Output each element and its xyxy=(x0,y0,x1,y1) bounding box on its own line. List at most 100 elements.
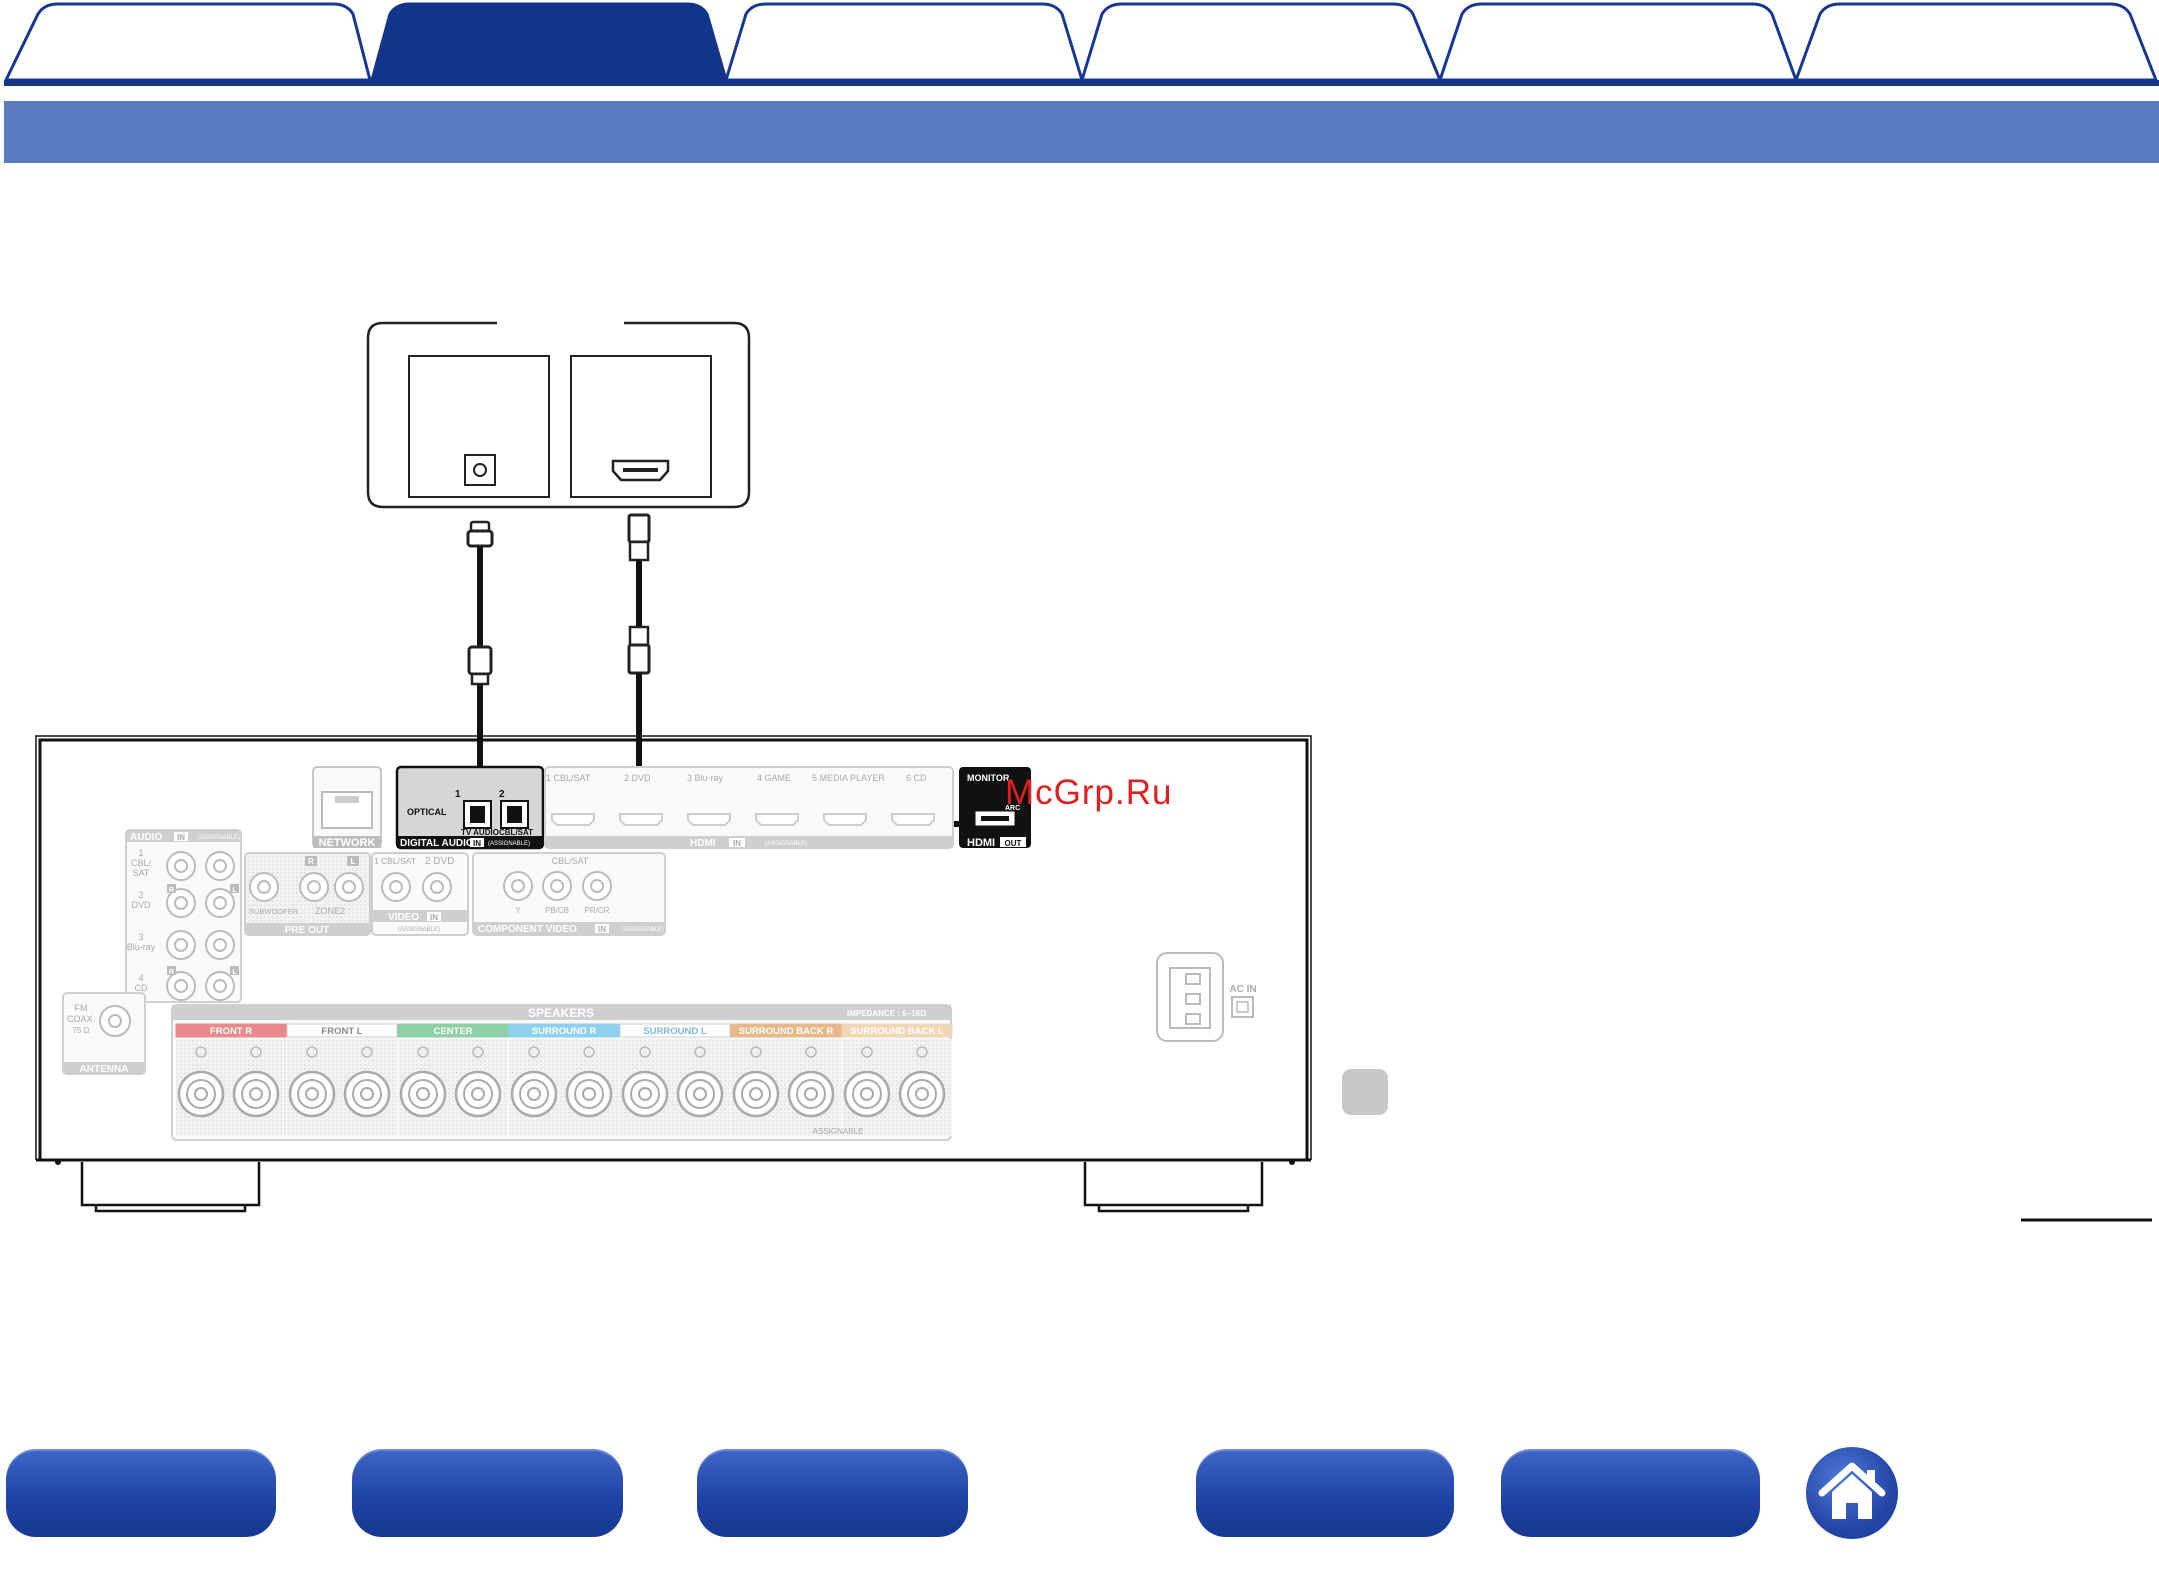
home-button[interactable] xyxy=(1806,1447,1898,1539)
svg-text:VIDEO: VIDEO xyxy=(388,912,419,923)
svg-text:OUT: OUT xyxy=(1005,839,1022,848)
svg-text:(ASSIGNABLE): (ASSIGNABLE) xyxy=(488,841,530,847)
nav-button-5[interactable] xyxy=(1501,1449,1760,1537)
svg-text:MONITOR: MONITOR xyxy=(967,773,1010,783)
svg-text:ANTENNA: ANTENNA xyxy=(80,1064,129,1075)
svg-text:CBL/SAT: CBL/SAT xyxy=(552,856,589,866)
speaker-group-4: SURROUND R xyxy=(508,1023,620,1136)
svg-text:COAX.: COAX. xyxy=(67,1014,95,1024)
speaker-group-3: CENTER xyxy=(397,1023,509,1136)
speaker-group-1: FRONT R xyxy=(175,1023,287,1136)
tab-4[interactable] xyxy=(1079,2,1443,82)
audio-in-jack xyxy=(205,888,235,918)
speaker-binding-post xyxy=(510,1070,558,1118)
tab-2[interactable] xyxy=(370,2,728,82)
speaker-group-label: FRONT R xyxy=(210,1026,252,1037)
tab-3[interactable] xyxy=(723,2,1085,82)
svg-text:L: L xyxy=(351,857,356,866)
svg-text:FM: FM xyxy=(75,1003,88,1013)
speaker-binding-post xyxy=(454,1070,502,1118)
tab-6[interactable] xyxy=(1793,2,2159,82)
audio-l-mark: L xyxy=(232,887,237,894)
hdmi-in-port-6 xyxy=(891,813,935,826)
svg-text:1: 1 xyxy=(455,789,461,800)
nav-button-4[interactable] xyxy=(1196,1449,1454,1537)
hdmi-in-label-1: 1 CBL/SAT xyxy=(546,773,591,783)
svg-text:75 Ω: 75 Ω xyxy=(72,1026,89,1035)
speaker-binding-post xyxy=(177,1070,225,1118)
svg-text:PRE OUT: PRE OUT xyxy=(285,925,329,936)
watermark: McGrp.Ru xyxy=(1005,773,1172,812)
optical-port-icon xyxy=(464,454,496,486)
svg-text:Y: Y xyxy=(515,906,521,915)
tv-hdmi-bay xyxy=(570,355,712,498)
audio-in-jack xyxy=(166,888,196,918)
svg-text:IN: IN xyxy=(473,839,481,848)
hdmi-port-icon xyxy=(611,459,670,482)
tab-strip xyxy=(3,2,2159,86)
audio-in-row-label: Blu-ray xyxy=(127,942,156,952)
audio-in-row-label: DVD xyxy=(131,900,151,910)
audio-in-row-label: CBL/ xyxy=(131,858,152,868)
svg-text:ZONE2: ZONE2 xyxy=(315,906,345,916)
audio-in-row-label: CD xyxy=(135,983,148,993)
svg-text:HDMI: HDMI xyxy=(967,837,995,849)
video-in-block: 1 CBL/SAT 2 DVD VIDEO IN (ASSIGNABLE) xyxy=(371,852,469,936)
svg-text:(ASSIGNABLE): (ASSIGNABLE) xyxy=(398,927,440,933)
pre-out-block: R L SUBWOOFER ZONE2 PRE OUT xyxy=(244,852,371,936)
audio-in-row-label: 2 xyxy=(138,890,143,900)
nav-button-2[interactable] xyxy=(352,1449,623,1537)
speaker-group-label: SURROUND R xyxy=(532,1026,597,1037)
speaker-binding-post xyxy=(399,1070,447,1118)
svg-text:SPEAKERS: SPEAKERS xyxy=(528,1006,594,1020)
hdmi-out-monitor-block: MONITOR ARC HDMI OUT xyxy=(959,767,1031,849)
speaker-group-7: SURROUND BACK L xyxy=(841,1023,953,1136)
nav-button-3[interactable] xyxy=(697,1449,968,1537)
svg-text:(ASSIGNABLE): (ASSIGNABLE) xyxy=(622,927,664,933)
hdmi-in-port-3 xyxy=(687,813,731,826)
speaker-binding-post xyxy=(787,1070,835,1118)
optical-cable xyxy=(466,520,494,828)
speaker-group-label: FRONT L xyxy=(321,1026,362,1037)
svg-text:2: 2 xyxy=(499,789,505,800)
svg-text:1 CBL/SAT: 1 CBL/SAT xyxy=(374,856,416,866)
hdmi-in-label-5: 5 MEDIA PLAYER xyxy=(812,773,885,783)
svg-text:TV AUDIO: TV AUDIO xyxy=(461,828,499,837)
audio-in-jack xyxy=(166,971,196,1001)
hdmi-in-label-3: 3 Blu-ray xyxy=(687,773,724,783)
speaker-binding-post xyxy=(898,1070,946,1118)
tab-5[interactable] xyxy=(1437,2,1799,82)
audio-r-mark: R xyxy=(169,969,174,976)
hdmi-in-port-2 xyxy=(619,813,663,826)
svg-text:SUBWOOFER: SUBWOOFER xyxy=(249,907,299,916)
svg-text:IN: IN xyxy=(430,913,438,922)
hdmi-in-label-4: 4 GAME xyxy=(757,773,791,783)
svg-text:IN: IN xyxy=(733,839,741,848)
svg-text:CBL/SAT: CBL/SAT xyxy=(499,828,533,837)
hdmi-in-label-2: 2 DVD xyxy=(624,773,651,783)
speaker-binding-post xyxy=(843,1070,891,1118)
svg-text:AC IN: AC IN xyxy=(1229,984,1256,995)
hdmi-in-block: 1 CBL/SAT 2 DVD 3 Blu-ray 4 GAME 5 MEDIA PLA… xyxy=(544,766,954,849)
audio-l-mark: L xyxy=(232,969,237,976)
tv-optical-bay xyxy=(408,355,550,498)
tab-1[interactable] xyxy=(3,2,372,82)
speaker-group-label: SURROUND BACK L xyxy=(850,1026,944,1037)
svg-text:(ASSIGNABLE): (ASSIGNABLE) xyxy=(765,841,807,847)
ac-in-socket: AC IN xyxy=(1156,952,1257,1042)
nav-button-1[interactable] xyxy=(6,1449,276,1537)
audio-in-jack xyxy=(205,971,235,1001)
speaker-binding-post xyxy=(232,1070,280,1118)
tv-panel xyxy=(366,321,751,509)
audio-in-jack xyxy=(205,930,235,960)
audio-in-row-label: 3 xyxy=(138,932,143,942)
digital-audio-in-block: OPTICAL 1 2 TV AUDIO CBL/SAT DIGITAL AUD… xyxy=(395,765,545,850)
audio-in-row-label: 4 xyxy=(138,973,143,983)
hdmi-in-port-1 xyxy=(551,813,595,826)
foot-right xyxy=(1083,1162,1264,1213)
audio-in-jack xyxy=(205,851,235,881)
speaker-binding-post xyxy=(732,1070,780,1118)
speaker-binding-post xyxy=(565,1070,613,1118)
audio-in-jack xyxy=(166,851,196,881)
